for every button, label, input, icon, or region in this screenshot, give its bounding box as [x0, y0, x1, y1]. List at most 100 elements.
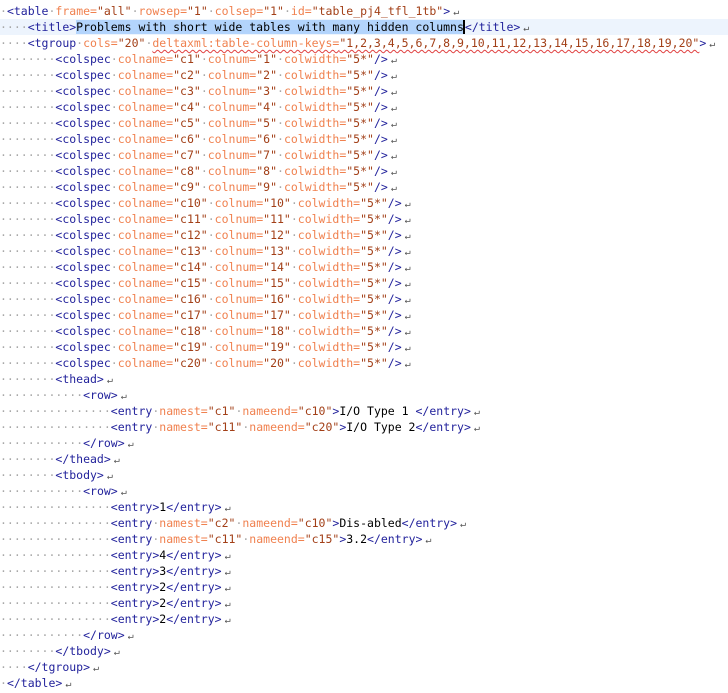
- indent-whitespace: ········: [0, 276, 56, 290]
- attribute-value: "c12": [173, 228, 208, 242]
- code-line[interactable]: ·</table>↵: [0, 675, 728, 691]
- attribute-name: colwidth=: [283, 68, 347, 82]
- code-line[interactable]: ········<tbody>↵: [0, 467, 728, 483]
- code-line[interactable]: ················<entry>2</entry>↵: [0, 611, 728, 627]
- attribute-name: colname=: [117, 324, 174, 338]
- code-line[interactable]: ················<entry·namest="c2"·namee…: [0, 515, 728, 531]
- code-line[interactable]: ········<colspec·colname="c10"·colnum="1…: [0, 195, 728, 211]
- attribute-name: colnum=: [207, 84, 257, 98]
- attribute-name: colname=: [117, 308, 174, 322]
- code-line[interactable]: ····<title>Problems with short wide tabl…: [0, 19, 728, 35]
- code-line[interactable]: ········<colspec·colname="c16"·colnum="1…: [0, 291, 728, 307]
- attribute-value: "20": [263, 356, 291, 370]
- code-line[interactable]: ················<entry>2</entry>↵: [0, 595, 728, 611]
- code-line[interactable]: ····<tgroup·cols="20"·deltaxml:table-col…: [0, 35, 728, 51]
- code-line[interactable]: ········<colspec·colname="c4"·colnum="4"…: [0, 99, 728, 115]
- code-line[interactable]: ················<entry·namest="c11"·name…: [0, 531, 728, 547]
- xml-tag: >: [699, 36, 707, 50]
- code-line[interactable]: ············<row>↵: [0, 483, 728, 499]
- xml-tag: </row>: [83, 436, 125, 450]
- attribute-value: "5*": [360, 244, 388, 258]
- whitespace-marker: ·: [110, 356, 118, 370]
- xml-tag: </entry>: [166, 548, 222, 562]
- xml-tag: </row>: [83, 628, 125, 642]
- xml-tag: />: [387, 244, 402, 258]
- newline-marker-icon: ↵: [404, 279, 411, 290]
- xml-tag: <colspec: [55, 116, 111, 130]
- code-line[interactable]: ········<colspec·colname="c6"·colnum="6"…: [0, 131, 728, 147]
- xml-tag: </title>: [464, 20, 521, 34]
- attribute-name: namest=: [159, 420, 208, 434]
- whitespace-marker: ·: [110, 276, 118, 290]
- code-line[interactable]: ············<row>↵: [0, 387, 728, 403]
- code-line[interactable]: ················<entry>2</entry>↵: [0, 579, 728, 595]
- attribute-name: colwidth=: [297, 340, 361, 354]
- code-line[interactable]: ········<colspec·colname="c12"·colnum="1…: [0, 227, 728, 243]
- code-line[interactable]: ········<colspec·colname="c18"·colnum="1…: [0, 323, 728, 339]
- whitespace-marker: ·: [110, 132, 118, 146]
- code-line[interactable]: ········<colspec·colname="c3"·colnum="3"…: [0, 83, 728, 99]
- code-line[interactable]: ········<colspec·colname="c15"·colnum="1…: [0, 275, 728, 291]
- xml-tag: <colspec: [55, 276, 111, 290]
- code-line[interactable]: ·<table·frame="all"·rowsep="1"·colsep="1…: [0, 3, 728, 19]
- attribute-name: colnum=: [214, 260, 264, 274]
- code-line[interactable]: ········<colspec·colname="c1"·colnum="1"…: [0, 51, 728, 67]
- newline-marker-icon: ↵: [106, 375, 113, 386]
- indent-whitespace: ········: [0, 228, 56, 242]
- code-line[interactable]: ········<colspec·colname="c5"·colnum="5"…: [0, 115, 728, 131]
- code-line[interactable]: ········<colspec·colname="c13"·colnum="1…: [0, 243, 728, 259]
- code-line[interactable]: ················<entry·namest="c11"·name…: [0, 419, 728, 435]
- newline-marker-icon: ↵: [473, 423, 480, 434]
- code-line[interactable]: ············</row>↵: [0, 627, 728, 643]
- xml-tag: />: [387, 308, 402, 322]
- code-line[interactable]: ········<colspec·colname="c9"·colnum="9"…: [0, 179, 728, 195]
- attribute-value: "5*": [360, 196, 388, 210]
- code-line[interactable]: ····</tgroup>↵: [0, 659, 728, 675]
- attribute-name: colnum=: [214, 356, 264, 370]
- attribute-value: "5*": [346, 132, 374, 146]
- newline-marker-icon: ↵: [404, 327, 411, 338]
- indent-whitespace: ················: [0, 500, 111, 514]
- code-line[interactable]: ········<colspec·colname="c8"·colnum="8"…: [0, 163, 728, 179]
- newline-marker-icon: ↵: [127, 439, 134, 450]
- attribute-value: "c6": [173, 132, 201, 146]
- code-line[interactable]: ········<colspec·colname="c17"·colnum="1…: [0, 307, 728, 323]
- code-line[interactable]: ········<thead>↵: [0, 371, 728, 387]
- attribute-name: colwidth=: [297, 324, 361, 338]
- code-line[interactable]: ················<entry·namest="c1"·namee…: [0, 403, 728, 419]
- code-line[interactable]: ················<entry>1</entry>↵: [0, 499, 728, 515]
- attribute-name: colwidth=: [297, 260, 361, 274]
- code-line[interactable]: ········<colspec·colname="c19"·colnum="1…: [0, 339, 728, 355]
- xml-tag: >: [339, 532, 347, 546]
- code-line[interactable]: ········<colspec·colname="c11"·colnum="1…: [0, 211, 728, 227]
- attribute-name: namest=: [159, 516, 208, 530]
- xml-tag: />: [387, 292, 402, 306]
- whitespace-marker: ·: [110, 212, 118, 226]
- whitespace-marker: ·: [110, 308, 118, 322]
- attribute-value: "14": [263, 260, 291, 274]
- xml-tag: </entry>: [166, 564, 222, 578]
- attribute-value: "5*": [346, 116, 374, 130]
- attribute-value: "1": [263, 4, 284, 18]
- whitespace-marker: ·: [110, 340, 118, 354]
- code-line[interactable]: ········<colspec·colname="c2"·colnum="2"…: [0, 67, 728, 83]
- attribute-value: "5*": [360, 276, 388, 290]
- code-line[interactable]: ················<entry>4</entry>↵: [0, 547, 728, 563]
- newline-marker-icon: ↵: [113, 647, 120, 658]
- xml-tag: <entry: [110, 516, 153, 530]
- attribute-value: "c5": [173, 116, 201, 130]
- whitespace-marker: ·: [110, 100, 118, 114]
- code-line[interactable]: ········</tbody>↵: [0, 643, 728, 659]
- xml-tag: </entry>: [367, 532, 423, 546]
- attribute-value: "4": [256, 100, 277, 114]
- code-line[interactable]: ········</thead>↵: [0, 451, 728, 467]
- newline-marker-icon: ↵: [404, 215, 411, 226]
- code-line[interactable]: ············</row>↵: [0, 435, 728, 451]
- code-line[interactable]: ················<entry>3</entry>↵: [0, 563, 728, 579]
- attribute-name: colwidth=: [283, 148, 347, 162]
- whitespace-marker: ·: [207, 244, 215, 258]
- xml-code-editor[interactable]: ·<table·frame="all"·rowsep="1"·colsep="1…: [0, 3, 728, 691]
- code-line[interactable]: ········<colspec·colname="c14"·colnum="1…: [0, 259, 728, 275]
- code-line[interactable]: ········<colspec·colname="c20"·colnum="2…: [0, 355, 728, 371]
- code-line[interactable]: ········<colspec·colname="c7"·colnum="7"…: [0, 147, 728, 163]
